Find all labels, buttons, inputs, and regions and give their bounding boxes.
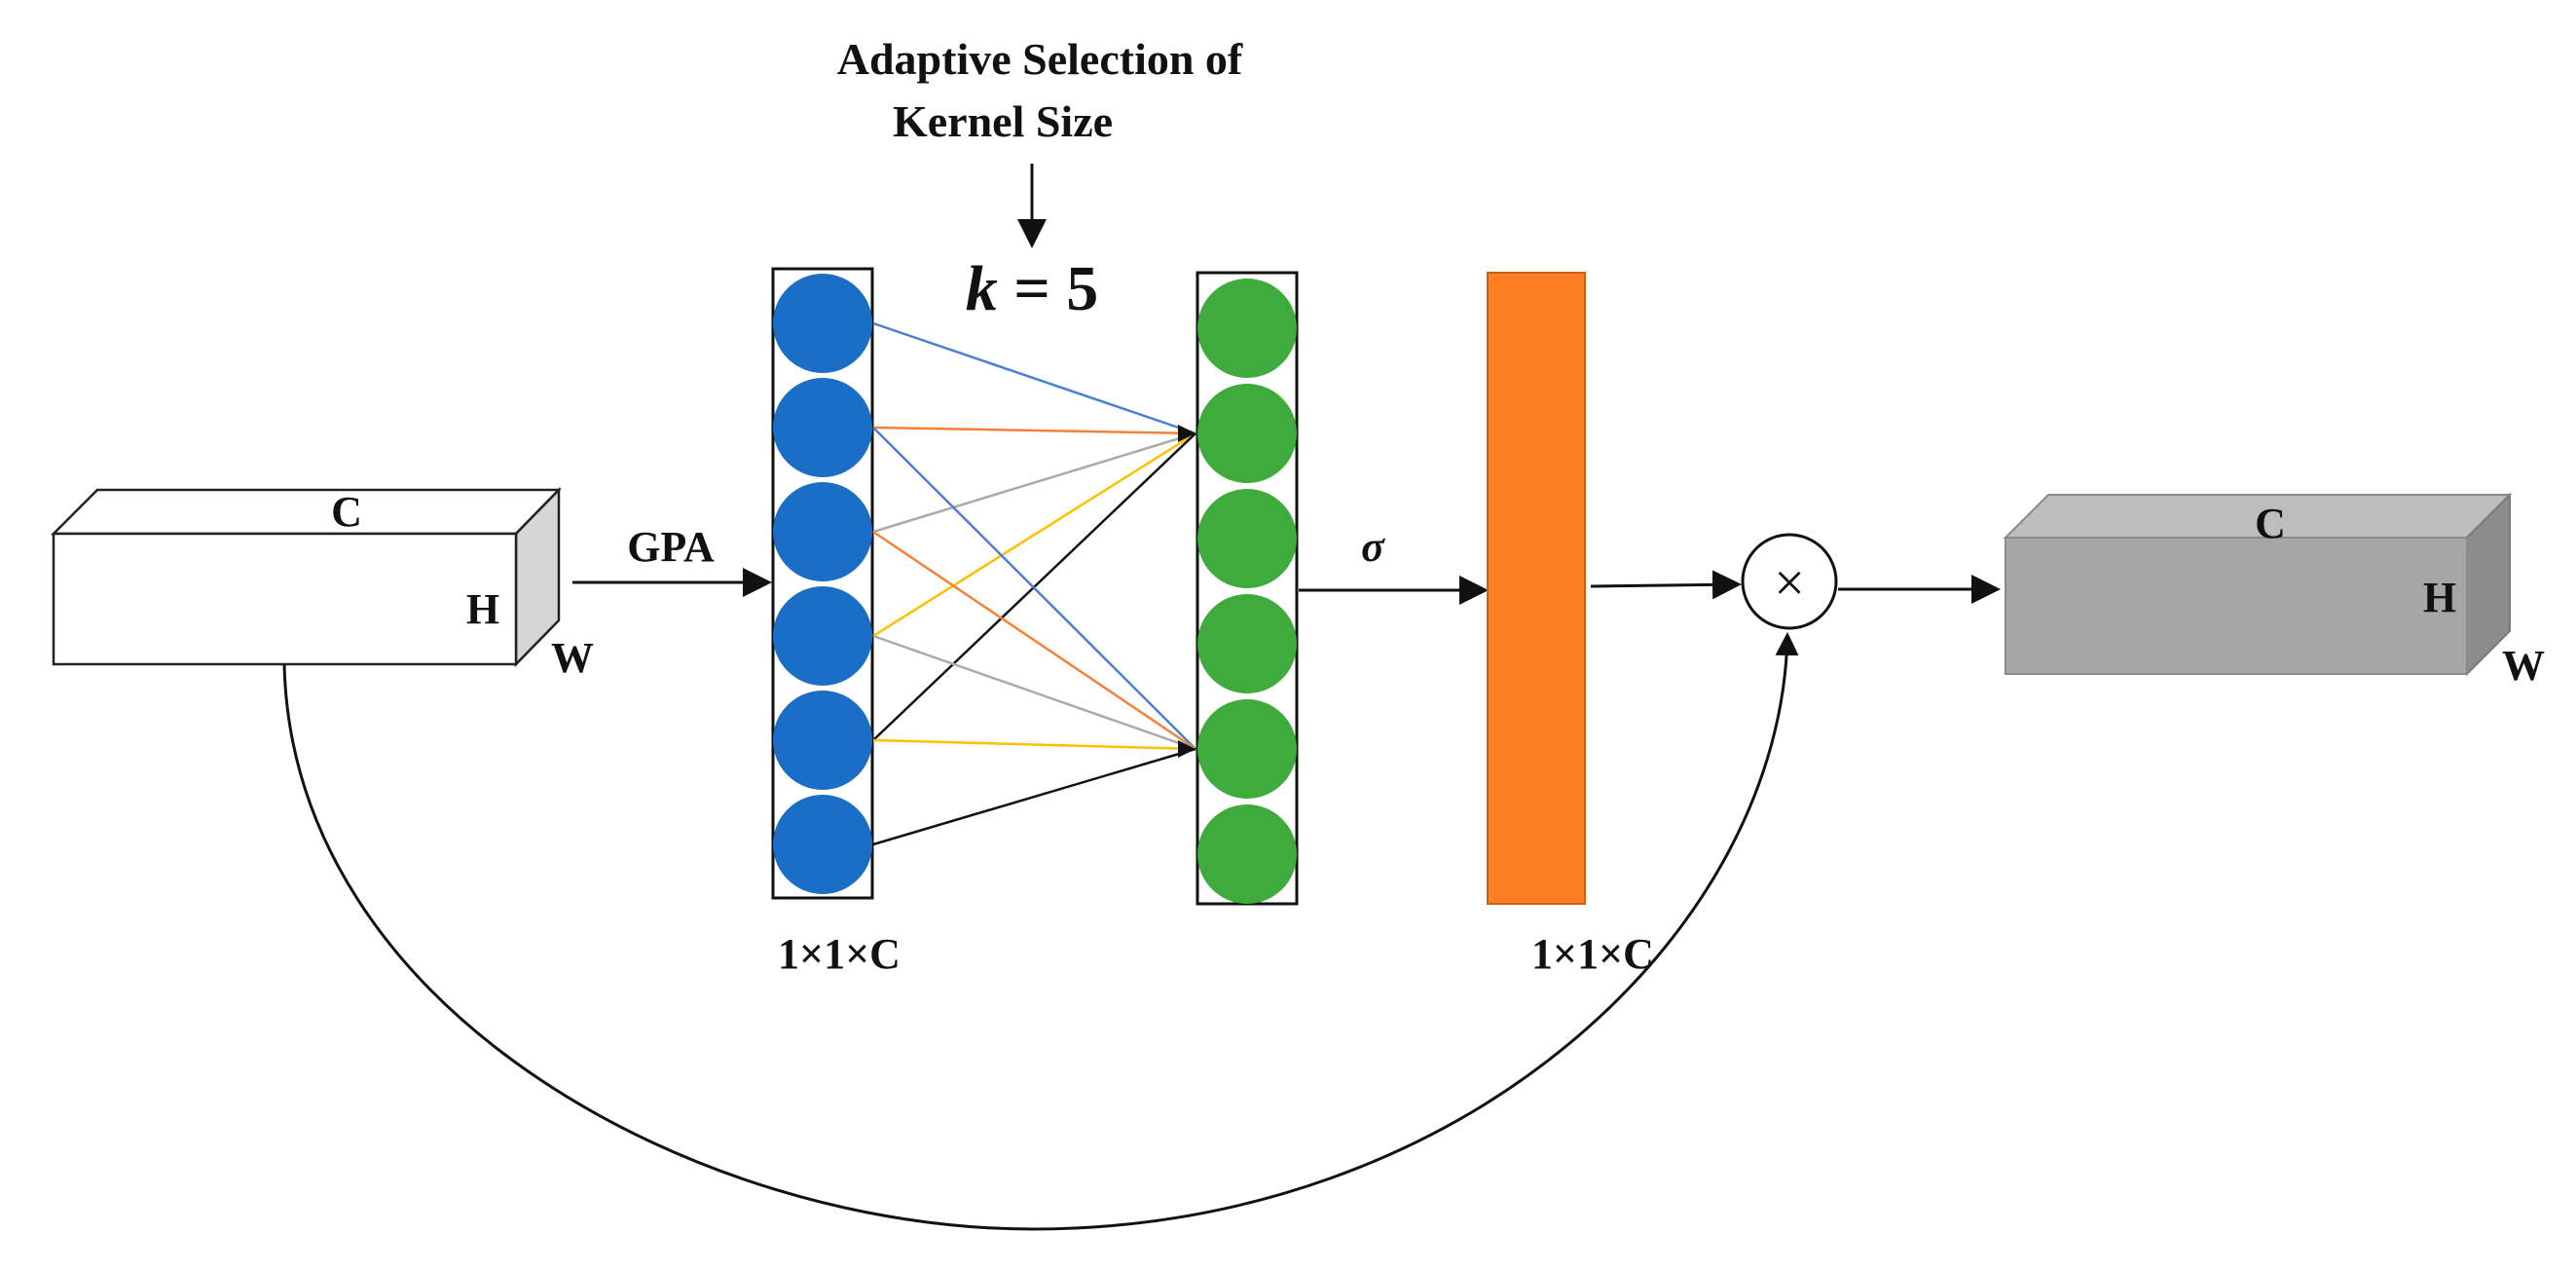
input-channel-label: C <box>331 488 362 536</box>
conv-channel-node <box>1197 804 1297 904</box>
kernel-size-expression: k = 5 <box>966 253 1099 324</box>
pooled-channel-node <box>773 691 872 790</box>
multiply-node <box>1741 533 1838 630</box>
conv-output-vector <box>1196 271 1299 906</box>
conv-weight-line <box>872 530 1196 751</box>
conv-channel-node <box>1197 489 1297 588</box>
conv-weight-line <box>872 431 1196 638</box>
conv-weight-line <box>872 426 1196 435</box>
kernel-value: = 5 <box>998 253 1099 324</box>
pooled-channel-node <box>773 586 872 686</box>
output-width-label: W <box>2502 642 2545 690</box>
multiply-symbol: × <box>1774 553 1805 614</box>
conv-weight-line <box>872 427 1196 750</box>
input-width-label: W <box>551 634 594 682</box>
conv-weight-arrowhead <box>1178 425 1196 442</box>
attention-dim-label: 1×1×C <box>1531 930 1654 978</box>
output-height-label: H <box>2423 574 2456 621</box>
kernel-size-title-line2: Kernel Size <box>893 96 1113 146</box>
pooled-channel-node <box>773 378 872 477</box>
conv-weight-line <box>872 321 1196 435</box>
conv-weight-arrowhead <box>1178 740 1196 758</box>
input-tensor-top-face <box>50 488 562 536</box>
sigmoid-label: σ <box>1361 523 1385 571</box>
weights-to-multiply-arrow <box>1590 570 1742 600</box>
pooled-channel-node <box>773 274 872 373</box>
conv1d-connections <box>872 321 1196 846</box>
gap-label: GPA <box>627 523 715 571</box>
conv-weight-line <box>872 431 1196 534</box>
conv-output-vector-nodes <box>1197 279 1297 904</box>
pooled-vector <box>771 267 874 900</box>
output-channel-label: C <box>2255 500 2286 547</box>
input-tensor: C H W <box>50 486 594 682</box>
conv-weight-line <box>872 738 1196 751</box>
pooled-vector-frame <box>771 267 874 900</box>
pooled-channel-node <box>773 795 872 894</box>
output-tensor: C H W <box>2003 492 2545 690</box>
kernel-size-title-line1: Adaptive Selection of <box>837 34 1243 84</box>
conv-weight-line <box>872 747 1196 846</box>
conv-channel-node <box>1197 594 1297 693</box>
pooled-vector-dim-label: 1×1×C <box>778 930 901 978</box>
conv-channel-node <box>1197 699 1297 799</box>
conv-weight-line <box>872 634 1196 751</box>
kernel-variable: k <box>966 253 998 324</box>
input-height-label: H <box>466 585 499 633</box>
output-tensor-front-face <box>2005 537 2468 675</box>
skip-connection-curve <box>282 632 1799 1231</box>
conv-channel-node <box>1197 384 1297 483</box>
input-tensor-front-face <box>52 532 518 666</box>
attention-weights-bar <box>1487 272 1586 905</box>
pooled-vector-nodes <box>773 274 872 894</box>
conv-channel-node <box>1197 279 1297 378</box>
pooled-channel-node <box>773 482 872 581</box>
